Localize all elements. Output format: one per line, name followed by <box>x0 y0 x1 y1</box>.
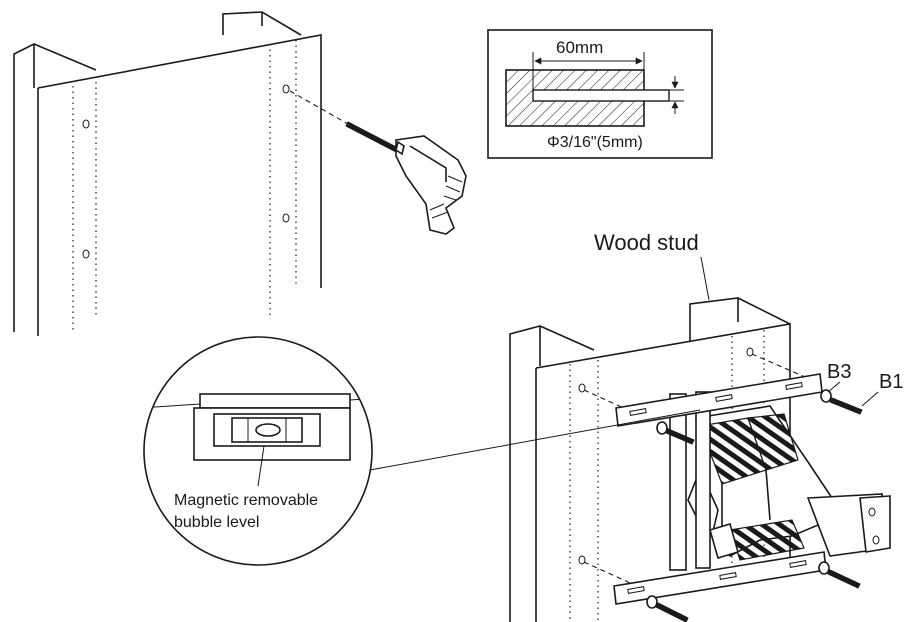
pilot-hole-width-label: 60mm <box>556 38 603 57</box>
bubble-level-label-line1: Magnetic removable <box>174 492 318 509</box>
lag-bolt-icon <box>653 397 863 622</box>
washer-label: B3 <box>827 361 851 383</box>
drill-bit-size-label: Φ3/16"(5mm) <box>547 134 643 151</box>
wood-stud-label: Wood stud <box>594 230 699 255</box>
lag-bolt-label: B1 <box>879 371 903 393</box>
drill-icon <box>345 121 467 235</box>
pilot-hole-detail: 60mm Φ3/16"(5mm) <box>487 29 713 159</box>
wall-panel-top <box>13 11 349 336</box>
wall-mount-bracket-icon <box>613 373 891 605</box>
washer-icon <box>646 389 832 609</box>
bubble-level-icon <box>193 393 351 487</box>
bubble-level-label-line2: bubble level <box>174 514 259 531</box>
